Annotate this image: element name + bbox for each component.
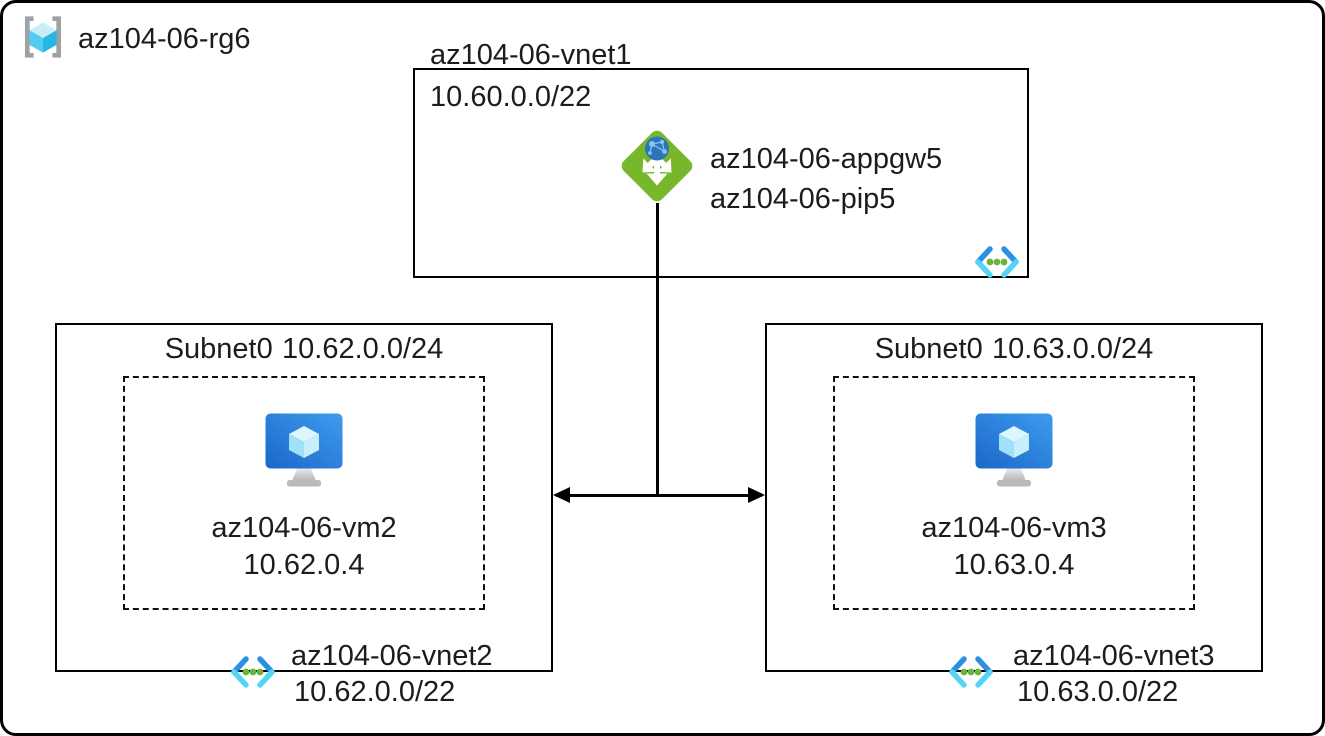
resource-group-icon (20, 14, 66, 65)
virtual-network-icon (229, 655, 277, 694)
vnet1-address-prefix: 10.60.0.0/22 (430, 81, 592, 113)
subnet2-label: Subnet0 10.62.0.0/24 (55, 332, 553, 367)
app-gateway-name: az104-06-appgw5 (710, 143, 943, 175)
vnet3-box (765, 323, 1263, 672)
vm3-private-ip: 10.63.0.4 (953, 549, 1075, 581)
virtual-machine-icon (974, 412, 1054, 493)
subnet3-dashed-box (833, 376, 1195, 610)
vm2-private-ip: 10.62.0.4 (243, 549, 365, 581)
virtual-machine-icon (264, 412, 344, 493)
arrowhead-left-icon (553, 487, 570, 503)
vnet1-label: az104-06-vnet1 (430, 39, 632, 71)
subnet3-address-prefix: 10.63.0.0/24 (992, 333, 1154, 365)
application-gateway-icon (618, 127, 696, 210)
vnet1-box (413, 68, 1029, 278)
vm2-name: az104-06-vm2 (211, 512, 397, 544)
vnet3-label: az104-06-vnet3 (1013, 640, 1215, 672)
subnet2-name: Subnet0 (164, 333, 273, 365)
vnet2-address-prefix: 10.62.0.0/22 (294, 676, 456, 708)
vnet2-label: az104-06-vnet2 (291, 640, 493, 672)
arrowhead-right-icon (748, 487, 765, 503)
appgw-connector-line (656, 203, 659, 496)
vnet2-box (55, 323, 553, 672)
virtual-network-icon (947, 655, 995, 694)
subnet3-label: Subnet0 10.63.0.0/24 (765, 332, 1263, 367)
vm3-name: az104-06-vm3 (921, 512, 1107, 544)
peering-connector-line (556, 494, 762, 497)
public-ip-name: az104-06-pip5 (710, 183, 896, 215)
resource-group-label: az104-06-rg6 (78, 23, 251, 55)
subnet2-dashed-box (123, 376, 485, 610)
subnet3-name: Subnet0 (874, 333, 983, 365)
virtual-network-icon (973, 245, 1021, 284)
vnet3-address-prefix: 10.63.0.0/22 (1017, 676, 1179, 708)
subnet2-address-prefix: 10.62.0.0/24 (282, 333, 444, 365)
